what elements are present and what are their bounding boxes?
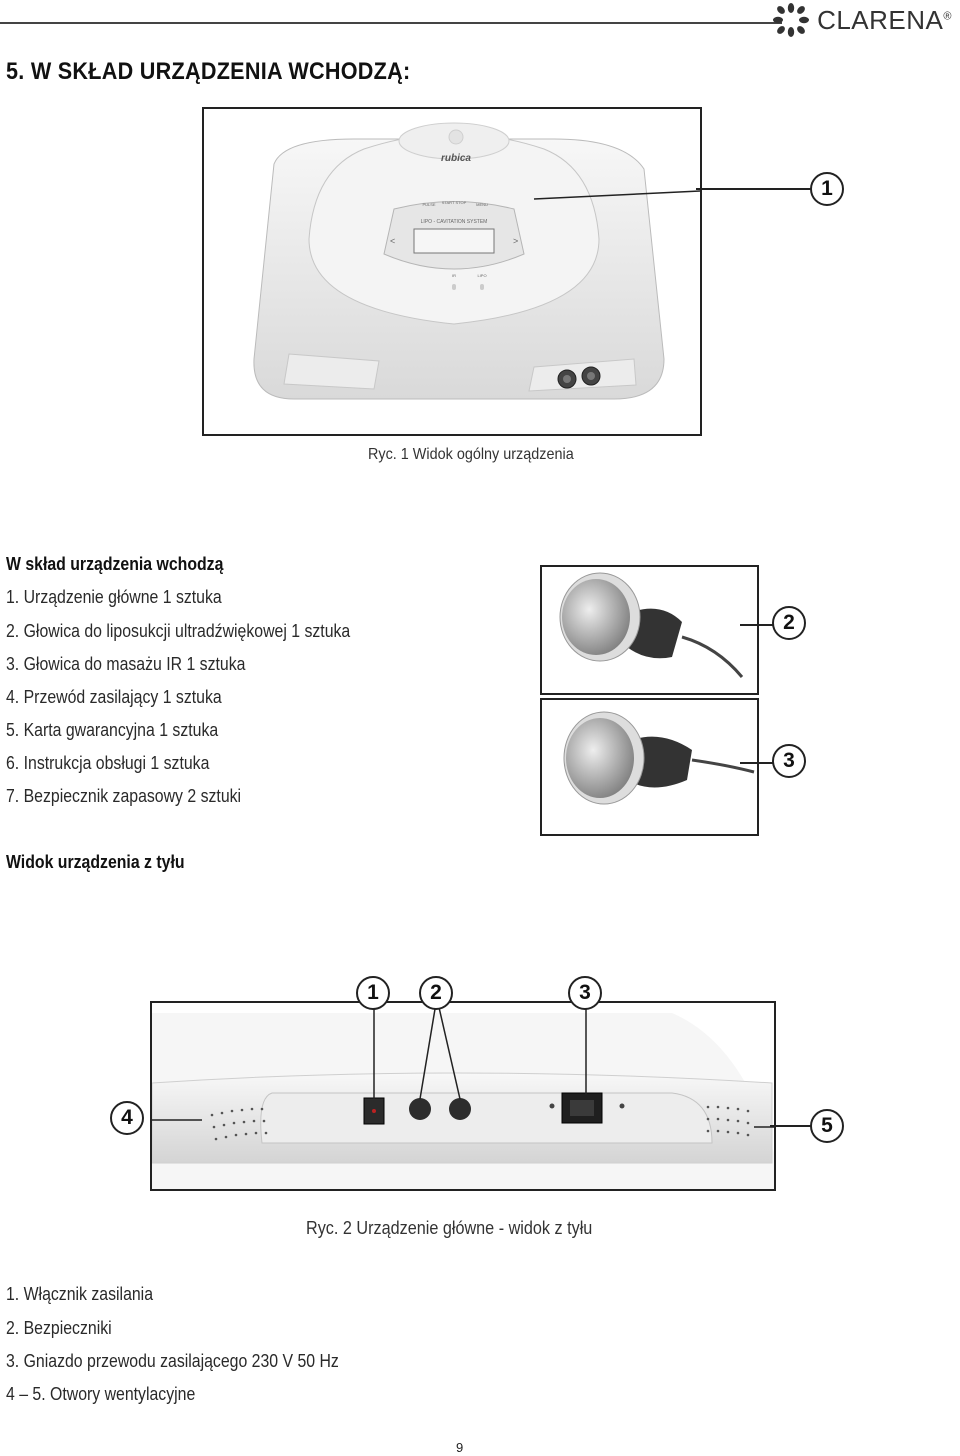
- flower-logo-icon: [773, 3, 810, 37]
- list-item: 5. Karta gwarancyjna 1 sztuka: [6, 720, 219, 740]
- panel-label-pulse: PULSE: [422, 202, 435, 207]
- callout-3-head: 3: [772, 744, 806, 778]
- callout-4-rear: 4: [110, 1101, 144, 1135]
- callout-1-main: 1: [810, 172, 844, 206]
- callout-line-2: [740, 624, 774, 626]
- registered-mark: ®: [943, 9, 952, 22]
- ir-head-illustration: [563, 711, 755, 805]
- callout-line-5: [770, 1125, 814, 1127]
- callout-2-head: 2: [772, 606, 806, 640]
- panel-label-start: START STOP: [442, 200, 467, 205]
- callout-2-rear: 2: [419, 976, 453, 1010]
- section-title: 5. W SKŁAD URZĄDZENIA WCHODZĄ:: [6, 58, 411, 85]
- panel-label-menu: MENU: [476, 202, 488, 207]
- contents-heading: W skład urządzenia wchodzą: [6, 554, 224, 574]
- list-item: 2. Głowica do liposukcji ultradźwiękowej…: [6, 621, 351, 641]
- indicator-label-ir: IR: [452, 273, 456, 278]
- callout-1-rear: 1: [356, 976, 390, 1010]
- indicator-label-lipo: LIPO: [477, 273, 486, 278]
- callout-line-1: [696, 188, 812, 190]
- screen-title: LIPO - CAVITATION SYSTEM: [421, 219, 488, 225]
- brand-logo: CLARENA®: [771, 2, 952, 38]
- rear-view-illustration: [152, 1003, 774, 1189]
- list-item: 4. Przewód zasilający 1 sztuka: [6, 687, 222, 707]
- callout-line-3: [740, 762, 774, 764]
- ultrasound-head-illustration: [559, 572, 744, 678]
- list-item: 3. Głowica do masażu IR 1 sztuka: [6, 654, 246, 674]
- list-item: 6. Instrukcja obsługi 1 sztuka: [6, 753, 210, 773]
- figure-rear-view: [150, 1001, 776, 1191]
- list-item: 4 – 5. Otwory wentylacyjne: [6, 1384, 196, 1404]
- left-arrow-icon: <: [390, 236, 395, 246]
- list-item: 1. Włącznik zasilania: [6, 1284, 154, 1304]
- figure-device-overview: rubica LIPO - CAVITATION SYSTEM PULSE ST…: [202, 107, 702, 436]
- figure2-caption: Ryc. 2 Urządzenie główne - widok z tyłu: [306, 1218, 593, 1238]
- list-item: 2. Bezpieczniki: [6, 1318, 112, 1338]
- callout-3-rear: 3: [568, 976, 602, 1010]
- brand-name: CLARENA: [817, 4, 944, 35]
- list-item: 3. Gniazdo przewodu zasilającego 230 V 5…: [6, 1351, 339, 1371]
- list-item: 7. Bezpiecznik zapasowy 2 sztuki: [6, 786, 242, 806]
- device-illustration: rubica LIPO - CAVITATION SYSTEM PULSE ST…: [253, 122, 700, 400]
- figure-ir-head: [540, 698, 759, 836]
- page-number: 9: [456, 1440, 464, 1455]
- list-item: 1. Urządzenie główne 1 sztuka: [6, 587, 222, 607]
- rear-view-heading: Widok urządzenia z tyłu: [6, 852, 185, 872]
- device-logo: rubica: [441, 153, 471, 164]
- right-arrow-icon: >: [513, 236, 518, 246]
- figure-ultrasound-head: [540, 565, 759, 695]
- callout-5-rear: 5: [810, 1109, 844, 1143]
- figure1-caption: Ryc. 1 Widok ogólny urządzenia: [368, 446, 574, 463]
- header-rule: [0, 22, 782, 24]
